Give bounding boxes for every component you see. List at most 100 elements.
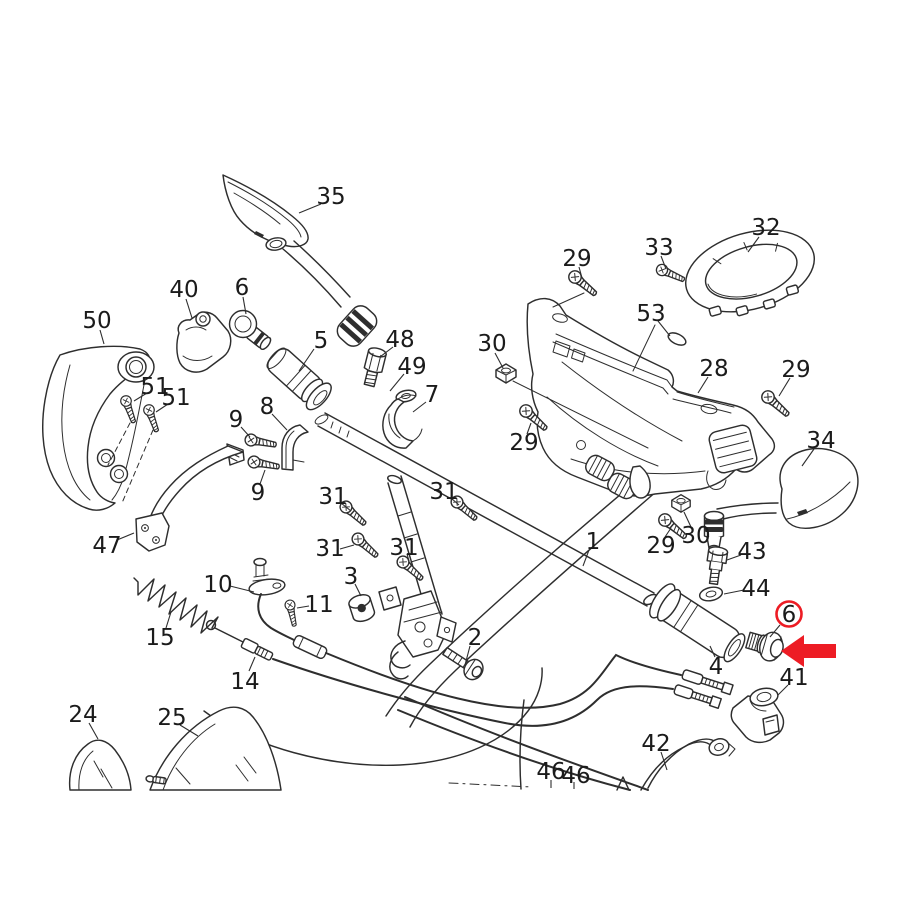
cowl-outline-lines bbox=[203, 468, 666, 791]
screw-51b bbox=[141, 402, 163, 434]
part-number-14: 14 bbox=[230, 669, 259, 695]
bar-end-cap-6 bbox=[745, 631, 784, 662]
part-number-43: 43 bbox=[737, 539, 766, 565]
panel-24 bbox=[68, 739, 132, 791]
part-number-41: 41 bbox=[779, 665, 808, 691]
callout-leader-44 bbox=[723, 589, 745, 595]
part-number-6: 6 bbox=[235, 275, 250, 301]
callout-leader-32 bbox=[747, 236, 760, 253]
callout-leader-29 bbox=[664, 527, 672, 538]
part-number-53: 53 bbox=[636, 301, 665, 327]
callout-leader-43 bbox=[726, 554, 742, 561]
clip-nut-30-left bbox=[495, 363, 517, 384]
part-number-30: 30 bbox=[681, 523, 710, 549]
callout-leader-2 bbox=[464, 645, 471, 666]
screw-33 bbox=[653, 261, 688, 286]
callout-leader-7 bbox=[412, 401, 427, 413]
highlight-leader bbox=[769, 624, 781, 638]
part-number-28: 28 bbox=[699, 356, 728, 382]
callout-leader-29 bbox=[578, 266, 583, 279]
screw-11 bbox=[283, 598, 300, 628]
callout-leader-35 bbox=[298, 203, 322, 214]
callout-leader-40 bbox=[185, 298, 193, 319]
part-number-42: 42 bbox=[641, 731, 670, 757]
mirror-bracket-40 bbox=[176, 311, 232, 373]
part-number-29: 29 bbox=[646, 533, 675, 559]
callout-leader-49 bbox=[389, 373, 405, 392]
spacer-6-top bbox=[228, 309, 272, 351]
callout-leader-47 bbox=[116, 532, 135, 541]
hand-guard-50 bbox=[42, 345, 155, 511]
callout-leader-29 bbox=[526, 422, 532, 435]
adapter-48 bbox=[363, 347, 387, 388]
mirror-35 bbox=[222, 174, 378, 347]
part-number-34: 34 bbox=[806, 428, 835, 454]
part-number-15: 15 bbox=[145, 625, 174, 651]
part-number-51: 51 bbox=[140, 374, 169, 400]
callout-leader-4 bbox=[709, 645, 716, 658]
callout-leader-31 bbox=[339, 544, 355, 550]
part-number-10: 10 bbox=[203, 572, 232, 598]
callout-leader-9 bbox=[240, 426, 251, 438]
callout-leader-6 bbox=[242, 296, 247, 315]
callout-leader-34 bbox=[801, 448, 815, 467]
callout-leader-8 bbox=[271, 413, 288, 431]
cutoff-caret-mark bbox=[616, 776, 630, 791]
part-number-35: 35 bbox=[316, 184, 345, 210]
clip-nut-30-mid bbox=[671, 494, 691, 513]
callout-leader-31 bbox=[450, 497, 460, 506]
callout-leader-25 bbox=[179, 724, 199, 737]
callout-leader-14 bbox=[248, 656, 256, 672]
part-number-11: 11 bbox=[304, 592, 333, 618]
cable-hose-pair bbox=[397, 696, 649, 791]
callout-leader-9 bbox=[259, 469, 266, 485]
part-number-8: 8 bbox=[260, 394, 275, 420]
mirror-ball-joint-30 bbox=[703, 510, 725, 552]
bar-clamp-lower-7 bbox=[382, 394, 423, 449]
part-number-29: 29 bbox=[562, 246, 591, 272]
callout-leader-5 bbox=[298, 348, 315, 372]
callout-leader-48 bbox=[379, 346, 394, 358]
part-number-3: 3 bbox=[344, 564, 359, 590]
part-number-33: 33 bbox=[644, 235, 673, 261]
parts-artwork bbox=[42, 174, 859, 791]
part-number-46: 46 bbox=[536, 759, 565, 785]
part-number-9: 9 bbox=[251, 480, 266, 506]
lever-bracket-47 bbox=[135, 443, 245, 552]
callout-leader-28 bbox=[697, 376, 709, 394]
part-number-7: 7 bbox=[425, 382, 440, 408]
cap-53 bbox=[667, 332, 687, 346]
callout-leader-53 bbox=[657, 320, 671, 337]
panel-25 bbox=[145, 706, 282, 791]
part-number-29: 29 bbox=[781, 357, 810, 383]
screw-29c bbox=[758, 387, 793, 421]
screw-31c bbox=[348, 529, 382, 562]
part-number-51: 51 bbox=[161, 385, 190, 411]
part-number-46: 46 bbox=[561, 763, 590, 789]
part-number-49: 49 bbox=[397, 354, 426, 380]
part-number-44: 44 bbox=[741, 576, 770, 602]
part-number-48: 48 bbox=[385, 327, 414, 353]
brake-lever-42 bbox=[640, 738, 736, 791]
red-pointer-arrow bbox=[781, 635, 836, 667]
part-number-50: 50 bbox=[82, 308, 111, 334]
spring-15 bbox=[133, 577, 219, 634]
part-number-30: 30 bbox=[477, 331, 506, 357]
part-number-40: 40 bbox=[169, 277, 198, 303]
panel-fastener bbox=[145, 775, 167, 785]
bar-clamp-upper-8 bbox=[281, 424, 309, 471]
callout-leader-41 bbox=[777, 684, 789, 696]
part-number-29: 29 bbox=[509, 430, 538, 456]
callout-leader-10 bbox=[229, 585, 255, 593]
mirror-bolt-43 bbox=[706, 546, 729, 586]
handlebar-cover-28 bbox=[512, 292, 776, 500]
callout-leader-29 bbox=[778, 377, 791, 397]
callout-leader-51 bbox=[133, 392, 148, 402]
part-number-25: 25 bbox=[157, 705, 186, 731]
starter-cable-10 bbox=[248, 557, 682, 709]
washer-44 bbox=[698, 586, 724, 602]
part-number-24: 24 bbox=[68, 702, 97, 728]
